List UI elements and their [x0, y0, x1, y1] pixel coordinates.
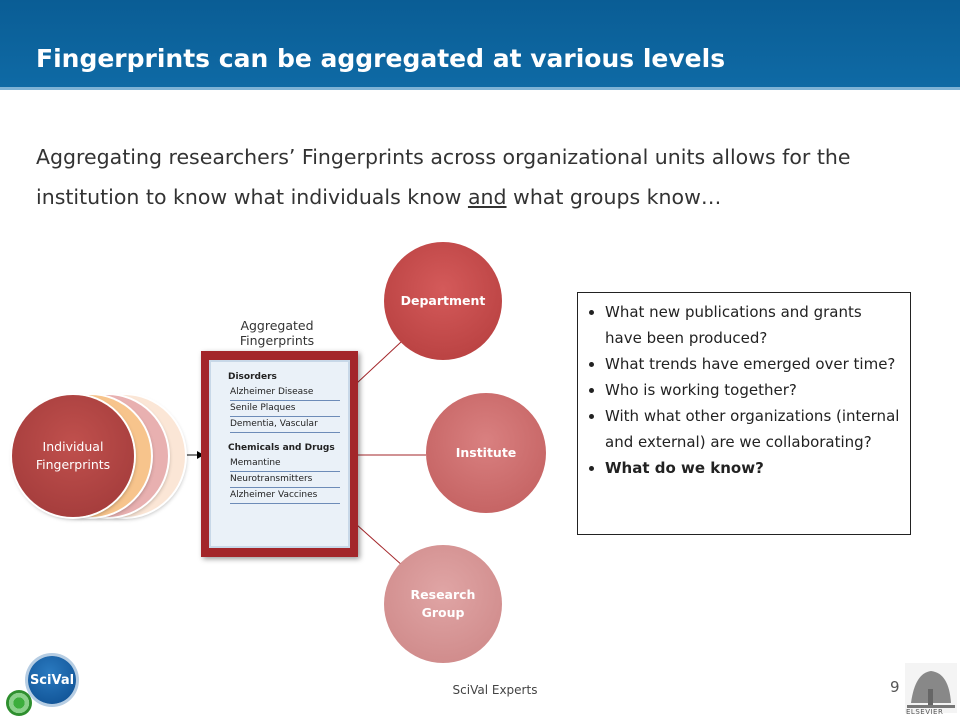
arrow-head	[197, 451, 204, 459]
questions-list: What new publications and grants have be…	[578, 293, 910, 481]
department-label: Department	[400, 293, 486, 308]
aggregated-fingerprints-text: Aggregated Fingerprints	[239, 318, 315, 348]
questions-box: What new publications and grants have be…	[577, 292, 911, 535]
research-group-circle: Research Group	[384, 545, 502, 663]
research-group-label: Research Group	[410, 587, 476, 620]
footer-text: SciVal Experts	[452, 683, 538, 697]
elsevier-tree-logo	[905, 663, 957, 713]
institute-circle: Institute	[426, 393, 546, 513]
concept-item: Neurotransmitters	[230, 472, 340, 488]
concept-heading: Disorders	[228, 372, 277, 382]
slide-title: Fingerprints can be aggregated at variou…	[36, 44, 726, 73]
question-item-emphasis: What do we know?	[605, 455, 902, 481]
concept-item: Memantine	[230, 456, 340, 472]
concept-item: Senile Plaques	[230, 401, 340, 417]
concept-spacer	[228, 433, 340, 441]
intro-text-underlined: and	[467, 185, 507, 209]
question-item: Who is working together?	[605, 377, 902, 403]
intro-text-part1: Aggregating researchers’ Fingerprints ac…	[36, 145, 851, 209]
slide-header: Fingerprints can be aggregated at variou…	[0, 0, 960, 90]
question-item: With what other organizations (internal …	[605, 403, 902, 455]
scival-logo: SciVal	[28, 656, 76, 704]
green-ring-logo	[6, 690, 32, 716]
concept-item: Alzheimer Disease	[230, 385, 340, 401]
individual-fingerprints-label: Individual Fingerprints	[35, 439, 111, 472]
intro-text-part2: what groups know…	[506, 185, 722, 209]
fingerprint-card-inner: Disorders Alzheimer Disease Senile Plaqu…	[209, 360, 350, 548]
scival-logo-text: SciVal	[29, 672, 75, 688]
aggregated-fingerprints-label: Aggregated Fingerprints	[222, 318, 332, 348]
question-item: What new publications and grants have be…	[605, 299, 902, 351]
fingerprint-concept-list: Disorders Alzheimer Disease Senile Plaqu…	[228, 370, 340, 504]
concept-item: Alzheimer Vaccines	[230, 488, 340, 504]
concept-item: Dementia, Vascular	[230, 417, 340, 433]
page-number: 9	[890, 678, 900, 696]
connector-department	[356, 341, 402, 384]
aggregated-fingerprint-card: Disorders Alzheimer Disease Senile Plaqu…	[201, 351, 358, 557]
institute-label: Institute	[455, 445, 517, 460]
individual-fingerprints-circle: Individual Fingerprints	[12, 395, 134, 517]
question-item: What trends have emerged over time?	[605, 351, 902, 377]
elsevier-wordmark: ELSEVIER	[906, 708, 944, 716]
intro-text: Aggregating researchers’ Fingerprints ac…	[36, 137, 916, 217]
department-circle: Department	[384, 242, 502, 360]
connector-research-group	[356, 524, 404, 567]
concept-heading: Chemicals and Drugs	[228, 443, 335, 453]
